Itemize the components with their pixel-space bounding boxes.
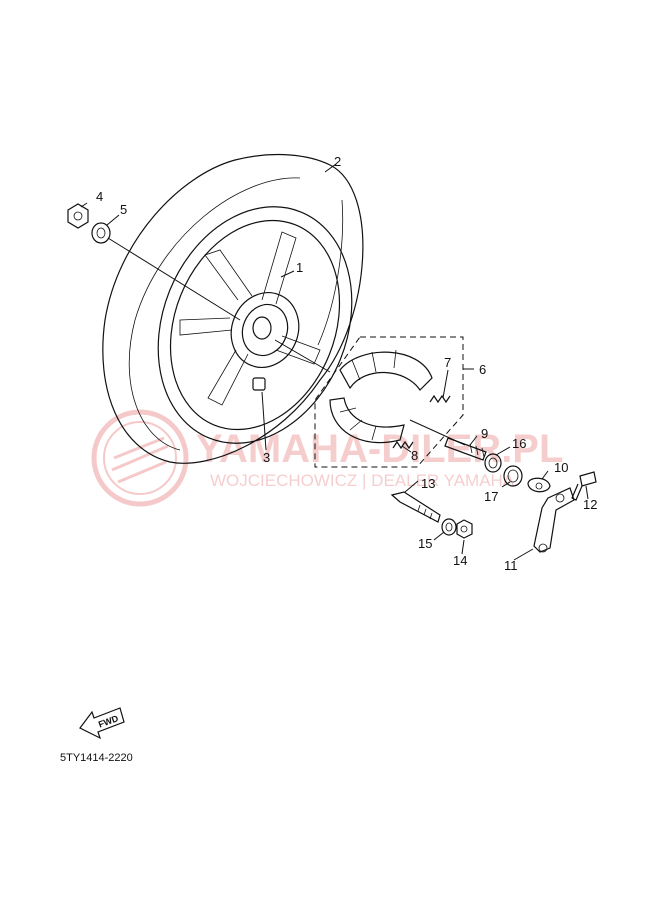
callout-17: 17 — [484, 489, 498, 504]
spring-lower — [392, 440, 414, 450]
watermark-title: YAMAHA-DILER.PL — [196, 427, 563, 471]
leader-lines — [80, 163, 589, 561]
callout-13: 13 — [421, 476, 435, 491]
oil-seal — [484, 453, 502, 473]
callout-3: 3 — [263, 450, 270, 465]
callout-14: 14 — [453, 553, 467, 568]
callout-16: 16 — [512, 436, 526, 451]
lever-bolt — [571, 471, 597, 501]
callout-4: 4 — [96, 189, 103, 204]
washer-lower — [441, 518, 457, 536]
callout-5: 5 — [120, 202, 127, 217]
watermark-subtitle: WOJCIECHOWICZ | DEALER YAMAHA — [210, 471, 515, 490]
callout-15: 15 — [418, 536, 432, 551]
axle-centreline — [107, 237, 466, 446]
camshaft — [444, 437, 487, 461]
callout-1: 1 — [296, 260, 303, 275]
nut-lower — [456, 519, 473, 539]
rear-wheel — [102, 153, 364, 464]
callout-9: 9 — [481, 426, 488, 441]
anchor-pin — [390, 491, 441, 523]
valve — [252, 377, 266, 391]
callout-8: 8 — [411, 448, 418, 463]
diagram-code: 5TY1414-2220 — [60, 752, 133, 764]
watermark: YAMAHA-DILER.PL WOJCIECHOWICZ | DEALER Y… — [91, 409, 563, 507]
plate-washer — [503, 465, 523, 487]
callouts: 1 2 3 4 5 6 7 8 9 10 11 12 13 14 15 16 1… — [96, 154, 597, 573]
brake-cam-lever — [533, 487, 575, 553]
callout-12: 12 — [583, 497, 597, 512]
callout-2: 2 — [334, 154, 341, 169]
spring-upper — [429, 394, 451, 404]
callout-6: 6 — [479, 362, 486, 377]
watermark-logo — [91, 409, 189, 507]
fwd-arrow-icon: FWD — [79, 707, 125, 740]
callout-7: 7 — [444, 355, 451, 370]
washer — [91, 222, 111, 244]
brake-shoes — [329, 349, 433, 444]
callout-11: 11 — [504, 558, 518, 573]
axle-nut — [67, 203, 89, 229]
brake-shoe-kit-box — [314, 336, 464, 468]
wear-indicator — [527, 477, 551, 493]
callout-10: 10 — [554, 460, 568, 475]
